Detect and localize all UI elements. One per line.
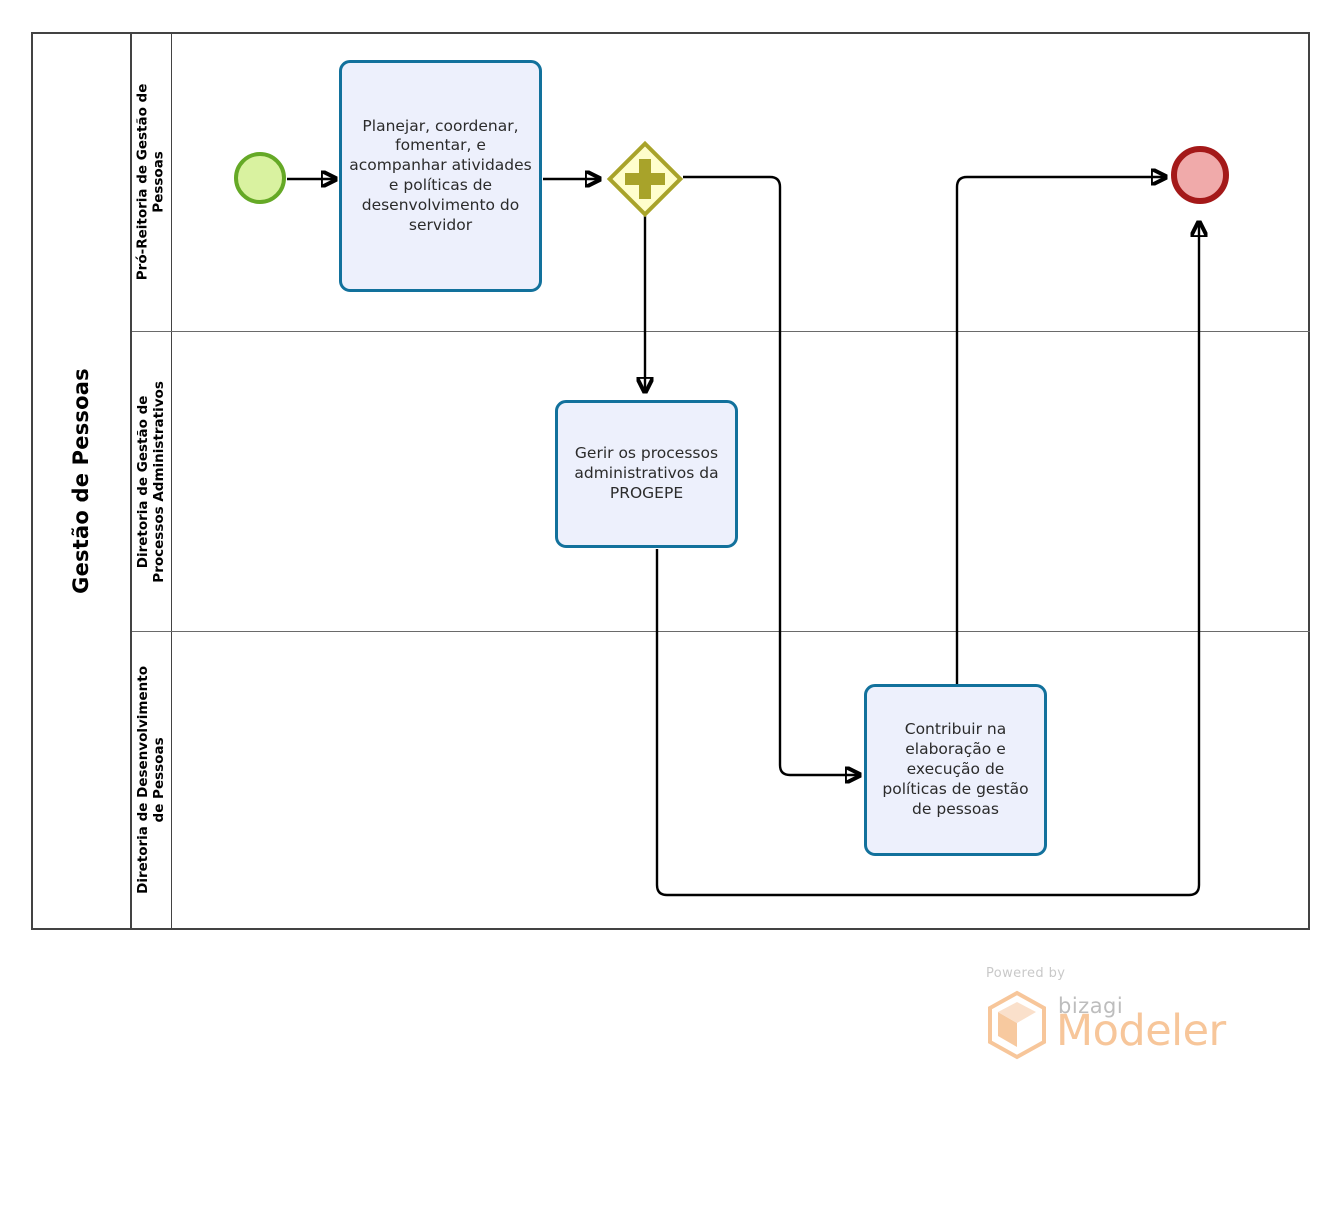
task-gerir-processos[interactable]: Gerir os processos administrativos da PR… (555, 400, 738, 548)
end-event[interactable] (1171, 146, 1229, 204)
lane-divider-2 (132, 631, 1310, 632)
watermark-powered-by-label: Powered by (986, 966, 1066, 981)
watermark-product-label: Modeler (1056, 1006, 1226, 1056)
pool-title: Gestão de Pessoas (31, 32, 132, 930)
lane-divider-1 (132, 331, 1310, 332)
start-event[interactable] (234, 152, 286, 204)
parallel-gateway[interactable] (606, 140, 684, 218)
pool-title-label: Gestão de Pessoas (68, 368, 93, 594)
task-contribuir-politicas[interactable]: Contribuir na elaboração e execução de p… (864, 684, 1047, 856)
parallel-plus-icon-vertical (639, 159, 651, 199)
bizagi-watermark: Powered by bizagi Modeler (986, 966, 1246, 1076)
watermark-brand-label: bizagi (1058, 994, 1124, 1018)
bizagi-hexagon-icon (986, 990, 1048, 1064)
task-planejar-coordenar[interactable]: Planejar, coordenar, fomentar, e acompan… (339, 60, 542, 292)
